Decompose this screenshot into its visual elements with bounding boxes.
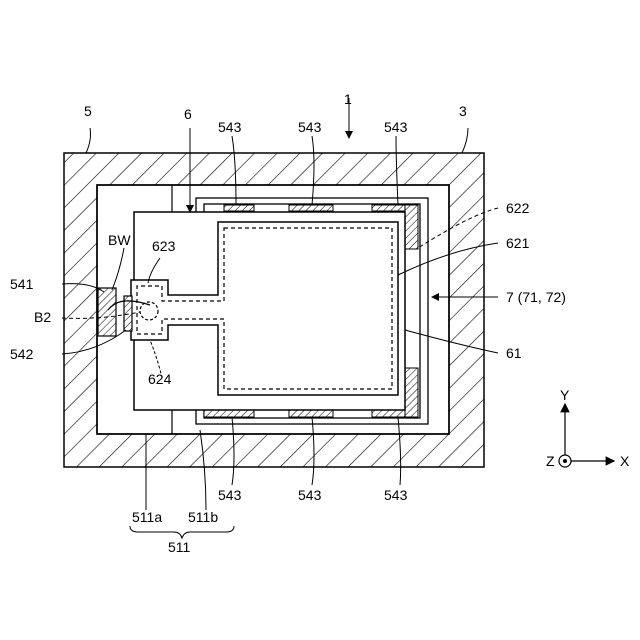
axis-x-label: X: [620, 453, 630, 469]
label-624: 624: [148, 371, 172, 387]
label-542: 542: [10, 346, 34, 362]
label-622: 622: [506, 200, 530, 216]
label-543-bot-c: 543: [384, 487, 408, 503]
axis-y-label: Y: [560, 387, 570, 403]
label-6: 6: [184, 106, 192, 122]
label-1: 1: [344, 91, 352, 107]
label-621: 621: [506, 235, 530, 251]
label-3: 3: [459, 103, 467, 119]
label-61: 61: [506, 345, 522, 361]
label-543-top-b: 543: [298, 119, 322, 135]
label-543-top-c: 543: [384, 119, 408, 135]
label-511: 511: [168, 539, 191, 555]
axis-z-label: Z: [546, 453, 555, 469]
label-bw: BW: [108, 232, 131, 248]
pad-541: [98, 288, 116, 336]
label-541: 541: [10, 276, 34, 292]
label-511a: 511a: [132, 509, 162, 525]
label-543-top-a: 543: [218, 119, 242, 135]
label-543-bot-a: 543: [218, 487, 242, 503]
label-511b: 511b: [188, 509, 218, 525]
brace-511: [130, 526, 234, 538]
label-b2: B2: [34, 309, 51, 325]
label-623: 623: [152, 238, 176, 254]
label-7: 7 (71, 72): [506, 289, 566, 305]
label-5: 5: [84, 103, 92, 119]
coordinate-axes: Y X Z: [546, 387, 630, 469]
label-543-bot-b: 543: [298, 487, 322, 503]
